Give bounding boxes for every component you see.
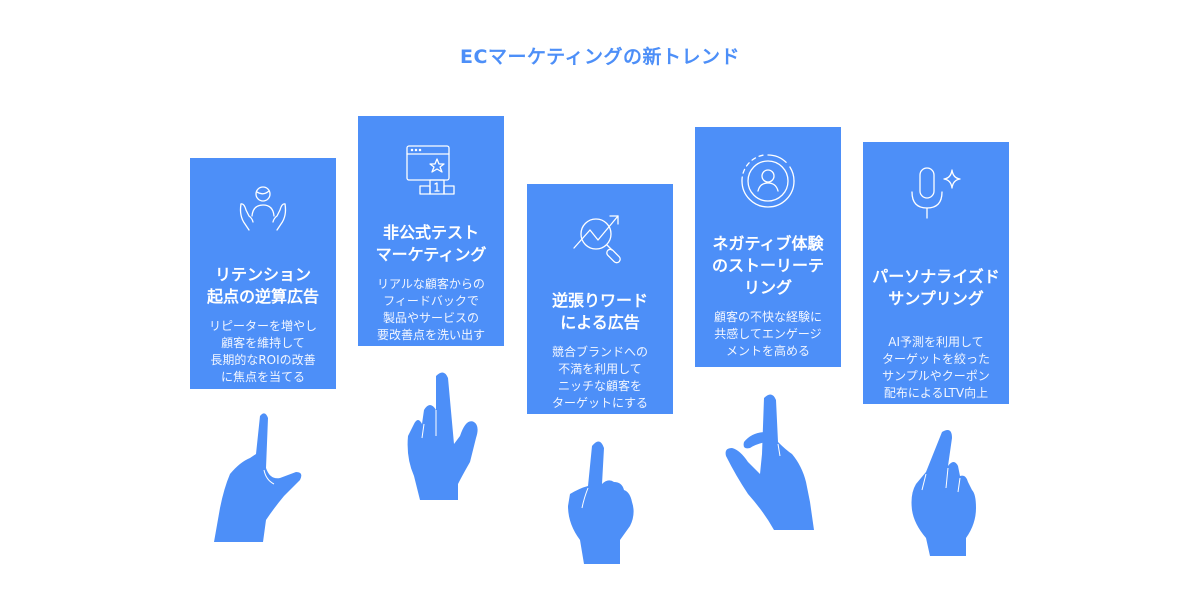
card-retention-ads: リテンション 起点の逆算広告 リピーターを増やし 顧客を維持して 長期的なROI… — [190, 158, 336, 389]
card-personalized-sampling: パーソナライズド サンプリング AI予測を利用して ターゲットを絞った サンプル… — [863, 142, 1009, 404]
microphone-sparkle-icon — [896, 156, 976, 236]
pointing-hand-icon — [562, 436, 642, 566]
card-informal-test-marketing: 非公式テスト マーケティング リアルな顧客からの フィードバックで 製品やサービ… — [358, 116, 504, 346]
pointing-hand-icon — [208, 408, 308, 548]
card-description: 顧客の不快な経験に 共感してエンゲージ メントを高める — [713, 310, 822, 358]
card-heading: 逆張りワード による広告 — [551, 291, 648, 332]
card-heading: パーソナライズド サンプリング — [872, 267, 1000, 308]
hands-holding-person-icon — [223, 172, 303, 252]
card-heading: 非公式テスト マーケティング — [375, 223, 487, 264]
card-description: リピーターを増やし 顧客を維持して 長期的なROIの改善 に焦点を当てる — [208, 319, 317, 384]
card-contrarian-keyword-ads: 逆張りワード による広告 競合ブランドへの 不満を利用して ニッチな顧客を ター… — [527, 184, 673, 414]
pointing-hand-icon — [722, 386, 832, 536]
pointing-hand-icon — [400, 366, 490, 506]
card-heading: リテンション 起点の逆算広告 — [206, 265, 319, 306]
card-description: AI予測を利用して ターゲットを絞った サンプルやクーポン 配布によるLTV向上 — [881, 335, 990, 400]
pointing-hand-icon — [900, 424, 980, 560]
search-trend-arrow-icon — [560, 198, 640, 278]
browser-star-podium-icon — [391, 130, 471, 210]
diagram-title: ECマーケティングの新トレンド — [460, 46, 740, 68]
user-circle-rings-icon — [728, 141, 808, 221]
card-description: リアルな顧客からの フィードバックで 製品やサービスの 要改善点を洗い出す — [376, 277, 485, 342]
card-negative-storytelling: ネガティブ体験 のストーリーテ リング 顧客の不快な経験に 共感してエンゲージ … — [695, 127, 841, 367]
card-heading: ネガティブ体験 のストーリーテ リング — [711, 234, 824, 297]
card-description: 競合ブランドへの 不満を利用して ニッチな顧客を ターゲットにする — [551, 345, 649, 410]
